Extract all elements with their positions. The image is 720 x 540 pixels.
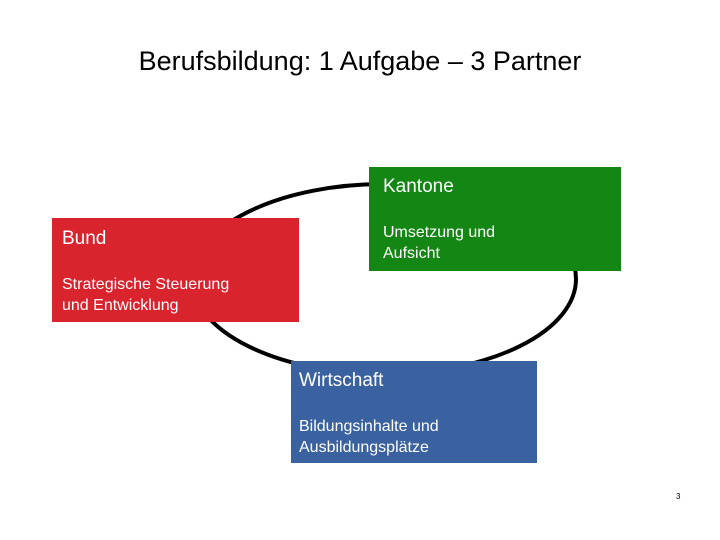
partner-box-bund: Bund Strategische Steuerung und Entwickl… [52, 218, 299, 322]
page-number: 3 [676, 492, 681, 501]
slide-title: Berufsbildung: 1 Aufgabe – 3 Partner [138, 46, 582, 76]
partner-name-kantone: Kantone [383, 176, 454, 197]
partner-task-kantone: Umsetzung und Aufsicht [383, 224, 496, 262]
partner-box-wirtschaft: Wirtschaft Bildungsinhalte und Ausbildun… [291, 361, 537, 463]
partner-name-wirtschaft: Wirtschaft [299, 370, 384, 391]
partner-task-wirtschaft: Bildungsinhalte und Ausbildungsplätze [299, 418, 439, 456]
partner-task-bund: Strategische Steuerung und Entwicklung [62, 276, 230, 314]
partner-box-kantone: Kantone Umsetzung und Aufsicht [369, 167, 621, 271]
partner-name-bund: Bund [62, 228, 107, 249]
